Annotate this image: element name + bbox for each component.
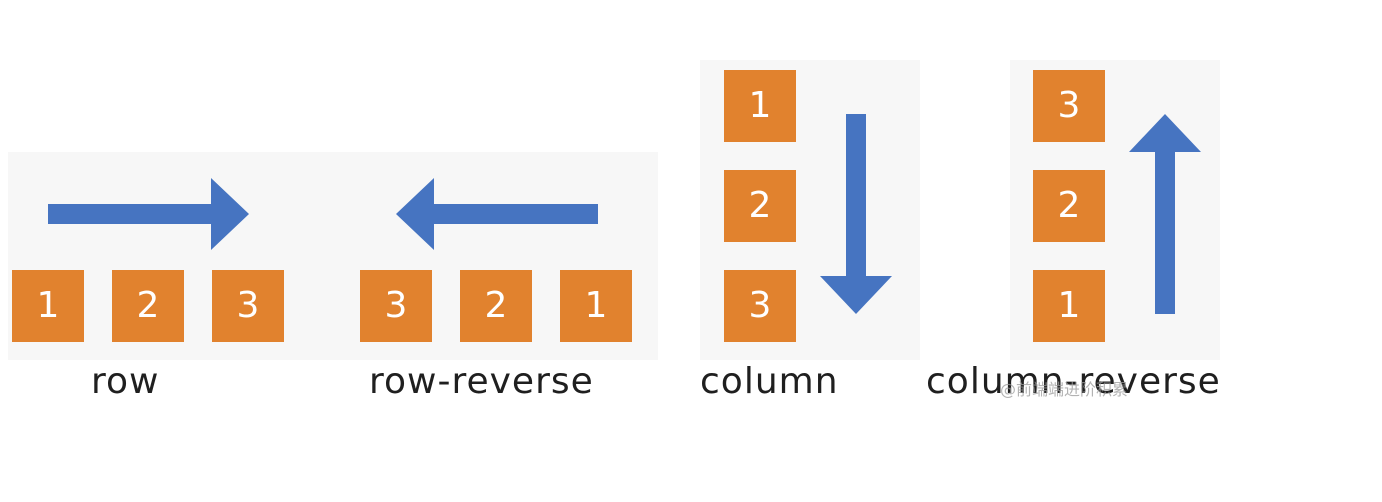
flex-item-box: 2	[1033, 170, 1105, 242]
down-arrow-icon	[820, 114, 892, 314]
flex-item-box: 3	[212, 270, 284, 342]
flex-item-box: 2	[112, 270, 184, 342]
left-arrow-icon	[396, 178, 598, 250]
flex-item-box: 3	[360, 270, 432, 342]
flex-item-box: 1	[1033, 270, 1105, 342]
flex-item-box: 1	[12, 270, 84, 342]
right-arrow-icon	[48, 178, 249, 250]
flex-item-box: 1	[724, 70, 796, 142]
up-arrow-icon	[1129, 114, 1201, 314]
flex-item-box: 3	[724, 270, 796, 342]
flex-item-box: 1	[560, 270, 632, 342]
flex-item-box: 2	[724, 170, 796, 242]
group-label: row-reverse	[369, 361, 594, 402]
group-label: column	[700, 361, 839, 402]
flex-item-box: 3	[1033, 70, 1105, 142]
group-label: row	[91, 361, 160, 402]
flex-item-box: 2	[460, 270, 532, 342]
group-label: column-reverse	[926, 361, 1221, 402]
watermark-text: @前端端进阶积累	[1000, 380, 1129, 399]
